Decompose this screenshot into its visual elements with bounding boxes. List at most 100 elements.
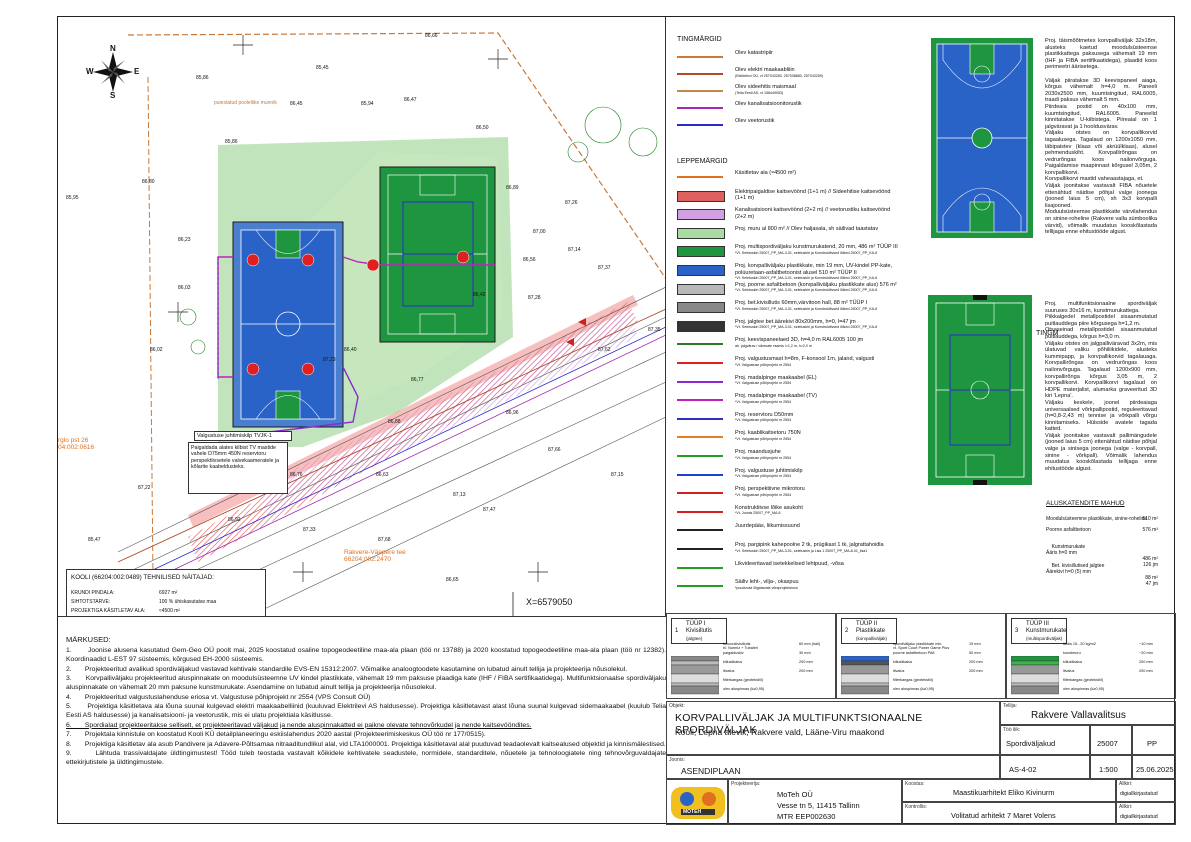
legend-symbol bbox=[677, 362, 723, 364]
section-layer-band bbox=[671, 660, 719, 666]
notes-block: MÄRKUSED: 1. Joonise alusena kasutatud G… bbox=[66, 635, 666, 768]
designer-company: MoTeh OÜ bbox=[777, 790, 813, 799]
legend-symbol bbox=[677, 510, 723, 513]
parcel-label-left: rglo pst 26 04:002:0616 bbox=[58, 437, 95, 451]
coordinate-label: X=6579050 bbox=[526, 597, 573, 607]
legend-symbol bbox=[677, 417, 723, 420]
note-item: 7. Projektala kinnistule on koostatud Ko… bbox=[66, 731, 486, 738]
multi-sport-court bbox=[379, 166, 496, 343]
drawing-sheet: N S W E 86,66 85,45 85,86 86,45 85,94 85… bbox=[57, 16, 1176, 825]
areas-row-label: Kunstmurukate Ääris h=0 mm bbox=[1046, 544, 1086, 556]
legend-label: Proj. keevispaneelaed 3D, h=4,0 m RAL600… bbox=[735, 337, 864, 344]
legend-label: Proj. madalpinge maakaabel (EL) bbox=[735, 374, 817, 381]
legend-text: Proj. muru al 800 m² // Olev haljasala, … bbox=[735, 226, 900, 233]
cadastral-boundary bbox=[127, 32, 665, 279]
legend-symbol bbox=[677, 246, 725, 258]
elevation-label: 86,96 bbox=[506, 410, 519, 416]
areas-row-value: 576 m² bbox=[1142, 527, 1158, 533]
title-block-checker: Kontrollis: Volitatud arhitekt 7 Maret V… bbox=[902, 802, 1116, 825]
checker-name: Volitatud arhitekt 7 Maret Volens bbox=[951, 811, 1056, 820]
legend-sublabel: *Vt. Seletuskiri 25007_PP_MA-3-01, selet… bbox=[735, 250, 878, 255]
site-info-value: 6927 m² bbox=[159, 590, 178, 596]
trees bbox=[179, 106, 658, 355]
elevation-label: 85,86 bbox=[225, 139, 238, 145]
title-block-designer: Projekteerija: MoTeh OÜ Vesse tn 5, 1141… bbox=[728, 779, 902, 825]
side-tingm-label: TINGM bbox=[1036, 330, 1059, 337]
section-subtitle: (jalgtee) bbox=[686, 636, 703, 641]
section-subtitle: (korvpalliväljak) bbox=[856, 636, 888, 641]
legend-text: Proj. perspektiivne mikrotoru*Vt. Valgus… bbox=[735, 486, 900, 497]
legend-text: Olev veetorustik bbox=[735, 118, 900, 125]
legend-symbol bbox=[677, 124, 723, 126]
legend-text: Proj. reservtoru D50mm*Vt. Valgustuse põ… bbox=[735, 412, 900, 423]
elevation-label: 86,63 bbox=[376, 472, 389, 478]
legend-sublabel: *Vt. Valgustuse põhiprojekt nr 2554 bbox=[735, 492, 792, 497]
elevation-label: 86,92 bbox=[228, 517, 241, 523]
multi-court-description: Proj. multifunktsionaalne spordiväljak s… bbox=[1045, 301, 1157, 472]
areas-row-label: Moodulsüsteemne plastikkate, sinine-rohe… bbox=[1046, 516, 1148, 522]
work-number: 25007 bbox=[1097, 739, 1118, 748]
legend-text: Proj. maandusjuhe*Vt. Valgustuse põhipro… bbox=[735, 449, 900, 460]
section-layer-name: poorne asfaltbetoon PA8 bbox=[893, 651, 935, 655]
legend-symbol bbox=[677, 585, 723, 588]
legend-symbol bbox=[677, 436, 723, 439]
site-plan-map: N S W E 86,66 85,45 85,86 86,45 85,94 85… bbox=[58, 17, 666, 617]
legend-symbol bbox=[677, 107, 723, 109]
legend-symbol bbox=[677, 190, 725, 202]
areas-row-value: 510 m² bbox=[1142, 516, 1158, 522]
cable-route-main bbox=[227, 366, 359, 438]
title-block-stage: PP bbox=[1132, 725, 1176, 755]
legend-sublabel: *Vt. Valgustuse põhiprojekt nr 2554 bbox=[735, 381, 792, 386]
elevation-label: 85,47 bbox=[88, 537, 101, 543]
elevation-label: 87,62 bbox=[598, 347, 611, 353]
section-layer-band bbox=[841, 656, 889, 662]
elevation-label: 86,42 bbox=[473, 292, 486, 298]
legend-symbol bbox=[677, 399, 723, 402]
legend-text: Proj. jalgtee bet.äärekivi 80x200mm, h=0… bbox=[735, 319, 900, 330]
project-title: KORVPALLIVÄLJAK JA MULTIFUNKTSIONAALNE S… bbox=[675, 712, 923, 736]
legend-label: Olev sideehitis maismaal bbox=[735, 84, 796, 90]
legend-text: Olev elektri maakaabliiin(Elektrilevi OÜ… bbox=[735, 67, 900, 78]
legend-symbol bbox=[677, 529, 723, 532]
areas-row: Poorne asfaltbetoon 576 m² bbox=[1046, 527, 1158, 533]
road-label: puiestatud pooleliike munnik bbox=[214, 100, 277, 106]
section-layer-thickness: 200 mm bbox=[799, 660, 813, 664]
section-layer-name: killustikalus bbox=[723, 660, 743, 664]
section-layer-thickness: 200 mm bbox=[1139, 669, 1153, 673]
elevation-label: 87,35 bbox=[648, 327, 661, 333]
section-layer-name: paigaldusliiv bbox=[723, 651, 744, 655]
section-subtitle: (multispordiväljak) bbox=[1026, 636, 1063, 641]
basketball-court bbox=[232, 221, 344, 428]
note-item: 9. Lähtuda trassivaldajate üldtingimuste… bbox=[66, 750, 666, 766]
legend-label: Proj. kaablikaitsetoru 750N bbox=[735, 430, 801, 437]
west-label: W bbox=[86, 67, 94, 76]
site-info-title: KOOLI (66204:002:0489) TEHNILISED NÄITAJ… bbox=[71, 574, 214, 581]
elevation-label: 85,94 bbox=[361, 101, 374, 107]
section-layer-name: liivalus bbox=[893, 669, 905, 673]
legend-text: Proj. bet.kivisillutis 60mm,värvitoon ha… bbox=[735, 300, 900, 311]
section-layers-graphic bbox=[1011, 656, 1059, 695]
legend-symbol bbox=[677, 380, 723, 383]
logo-text: MOTEH bbox=[683, 809, 702, 815]
elevation-label: 85,45 bbox=[316, 65, 329, 71]
legend-symbol bbox=[677, 473, 723, 476]
site-info-label: SIHTOTSTARVE: bbox=[71, 599, 111, 605]
section-layer-band bbox=[841, 682, 889, 687]
legend-text: Juurdepääs, liikumissuund bbox=[735, 523, 900, 530]
legend-text: Proj. valgustuse juhtimiskilp*Vt. Valgus… bbox=[735, 468, 900, 479]
title-block-author: Koostas: Maastikuarhitekt Eliko Kivinurm bbox=[902, 779, 1116, 802]
legend-label: Proj. bet.kivisillutis 60mm,värvitoon ha… bbox=[735, 300, 868, 307]
legend-sublabel: ah. jalgvärav / väravate raamis l=1,2 m,… bbox=[735, 343, 812, 348]
section-title: TÜÜP II Plastikkate bbox=[856, 621, 886, 634]
elevation-label: 87,00 bbox=[533, 229, 546, 235]
legend-label: Käsitletav ala (≈4500 m²) bbox=[735, 170, 797, 176]
section-layer-thickness: 19 mm bbox=[969, 642, 981, 646]
section-layer-band bbox=[1011, 664, 1059, 675]
site-plan-svg bbox=[93, 32, 665, 616]
legend-label: Kanalisatsiooni kaitsevöönd (2+2 m) // v… bbox=[735, 207, 891, 220]
protection-zone-sewer bbox=[258, 307, 638, 517]
legend-text: Olev kanalisatsioonitorustik bbox=[735, 101, 900, 108]
